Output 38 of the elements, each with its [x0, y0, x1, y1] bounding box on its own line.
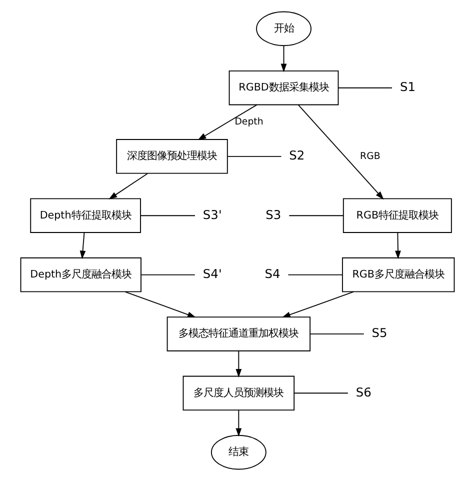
arrow	[197, 104, 257, 140]
node-text: S1	[399, 80, 416, 94]
node-box: RGBD数据采集模块	[228, 70, 338, 106]
node-box: 多尺度人员预测模块	[182, 376, 294, 411]
arrow	[394, 232, 400, 260]
arrow	[108, 173, 148, 200]
node-text: S4'	[202, 266, 222, 281]
arrow	[79, 232, 86, 260]
node-ellipse: 开始	[256, 11, 311, 46]
connector	[226, 156, 282, 157]
arrow	[297, 104, 384, 200]
connector	[287, 274, 342, 276]
node-ellipse: 结束	[210, 434, 266, 470]
arrow	[281, 291, 354, 318]
node-box: 多模态特征通道重加权模块	[166, 316, 310, 352]
connector	[337, 87, 392, 88]
node-box: Depth多尺度融合模块	[20, 257, 141, 292]
node-text: S4	[264, 266, 280, 281]
node-box: RGB多尺度融合模块	[342, 257, 454, 292]
node-box: 深度图像预处理模块	[116, 139, 228, 174]
connector	[309, 333, 364, 334]
connector	[288, 215, 344, 216]
node-box: Depth特征提取模块	[30, 198, 140, 233]
arrow	[235, 410, 242, 437]
connector	[140, 215, 195, 216]
node-text: S5	[371, 326, 387, 340]
connector	[140, 274, 195, 276]
node-text: S3'	[202, 208, 222, 222]
connector	[293, 392, 348, 394]
arrow	[124, 291, 196, 318]
edge-label: RGB	[360, 150, 380, 162]
node-text: S6	[355, 385, 371, 400]
edge-label: Depth	[234, 116, 263, 128]
node-box: RGB特征提取模块	[342, 198, 452, 233]
arrow	[235, 350, 242, 378]
node-text: S2	[288, 148, 304, 163]
node-text: S3	[265, 208, 281, 222]
arrow	[280, 45, 286, 72]
